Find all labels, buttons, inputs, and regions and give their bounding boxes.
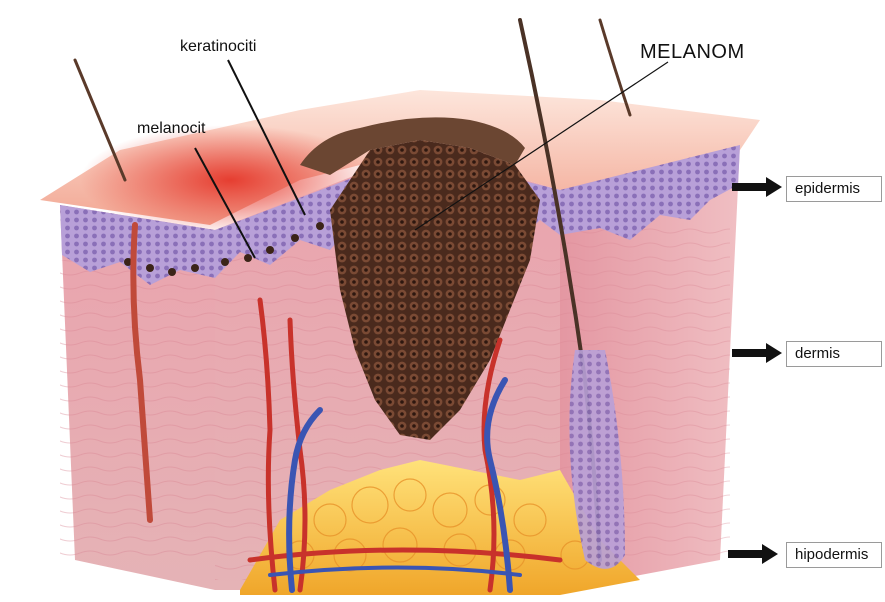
dermis-label: dermis — [786, 341, 882, 367]
keratinocytes-label: keratinociti — [180, 38, 256, 56]
melanoma-label: MELANOM — [640, 41, 745, 64]
dermis-arrow — [732, 343, 784, 363]
melanocyte-label: melanocit — [137, 120, 205, 138]
hypodermis-arrow — [728, 544, 780, 564]
hypodermis-label: hipodermis — [786, 542, 882, 568]
epidermis-arrow — [732, 177, 784, 197]
epidermis-label: epidermis — [786, 176, 882, 202]
